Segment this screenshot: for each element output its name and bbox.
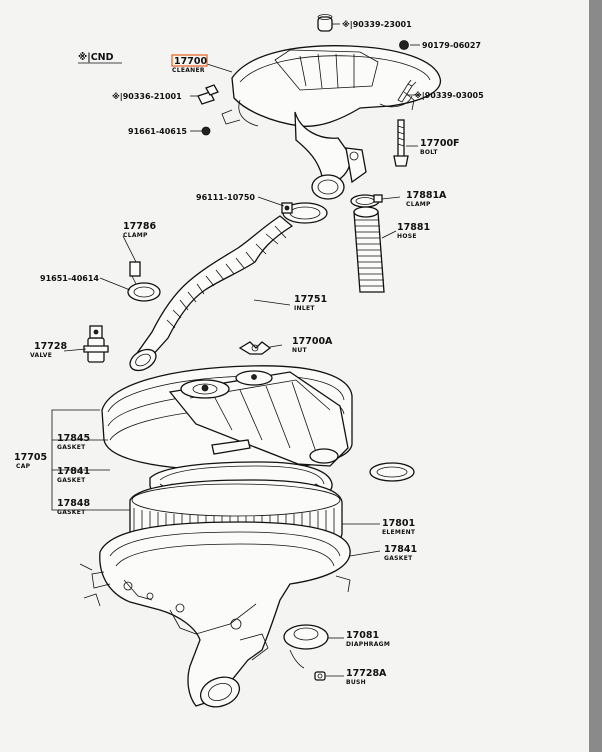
label-96111-10750: 96111-10750: [196, 193, 255, 202]
label-bush-name: BUSH: [346, 679, 366, 686]
label-90339-23001: ※|90339-23001: [342, 19, 412, 29]
hose-clamp-drawing: [350, 194, 383, 208]
label-bush-num: 17728A: [346, 668, 387, 679]
valve-drawing: [83, 325, 109, 363]
label-nut-num: 17700A: [292, 336, 333, 347]
page-edge: [589, 0, 602, 752]
label-gasket-c-name: GASKET: [57, 509, 86, 516]
label-cap-name: CAP: [16, 463, 31, 470]
label-gasket-a-name: GASKET: [57, 444, 86, 451]
bolt-drawing: [393, 119, 409, 167]
label-90336-21001: ※|90336-21001: [112, 91, 182, 101]
label-clamp-a-num: 17881A: [406, 190, 447, 201]
label-valve-name: VALVE: [30, 352, 52, 359]
label-gasket-c-num: 17848: [57, 498, 90, 509]
label-bolt-num: 17700F: [420, 138, 460, 149]
label-gasket-a-num: 17845: [57, 433, 90, 444]
label-cleaner-name: CLEANER: [172, 67, 205, 74]
label-clamp-a-name: CLAMP: [406, 201, 431, 208]
inlet-duct-drawing: [129, 215, 294, 372]
part-labels: ※|CND 17700 CLEANER ※|90339-23001 90179-…: [14, 19, 484, 686]
label-gasket-b-name: GASKET: [57, 477, 86, 484]
label-gasket-d-name: GASKET: [384, 555, 413, 562]
cleaner-housing-drawing: [221, 45, 441, 200]
label-gasket-d-num: 17841: [384, 544, 417, 555]
label-cap-num: 17705: [14, 452, 47, 463]
label-clamp-b-name: CLAMP: [123, 232, 148, 239]
top-small-parts: [197, 14, 417, 136]
label-diaphragm-name: DIAPHRAGM: [346, 641, 390, 648]
highlight-box: [171, 54, 208, 67]
label-valve-num: 17728: [34, 341, 67, 352]
label-90179-06027: 90179-06027: [422, 41, 481, 50]
label-inlet-name: INLET: [294, 305, 315, 312]
label-gasket-b-num: 17841: [57, 466, 90, 477]
label-91661-40615: 91661-40615: [128, 127, 187, 136]
label-hose-num: 17881: [397, 222, 430, 233]
label-diaphragm-num: 17081: [346, 630, 379, 641]
bush-drawing: [314, 671, 326, 681]
label-cleaner-num: 17700: [174, 56, 207, 67]
hose-drawing: [353, 206, 385, 293]
condition-note: ※|CND: [78, 52, 114, 63]
label-nut-name: NUT: [292, 347, 307, 354]
label-clamp-b-num: 17786: [123, 221, 156, 232]
diaphragm-drawing: [283, 624, 329, 669]
label-element-num: 17801: [382, 518, 415, 529]
cap-drawing: [101, 365, 353, 471]
label-bolt-name: BOLT: [420, 149, 438, 156]
clamp-96111-drawing: [281, 202, 328, 224]
label-91651-40614: 91651-40614: [40, 274, 99, 283]
wing-nut-drawing: [238, 341, 272, 355]
leader-lines: [51, 23, 420, 677]
lower-case-drawing: [79, 521, 351, 708]
label-90339-03005: ※|90339-03005: [414, 90, 484, 100]
label-element-name: ELEMENT: [382, 529, 416, 536]
clamp-17786-drawing: [127, 261, 161, 302]
label-hose-name: HOSE: [397, 233, 417, 240]
label-inlet-num: 17751: [294, 294, 327, 305]
